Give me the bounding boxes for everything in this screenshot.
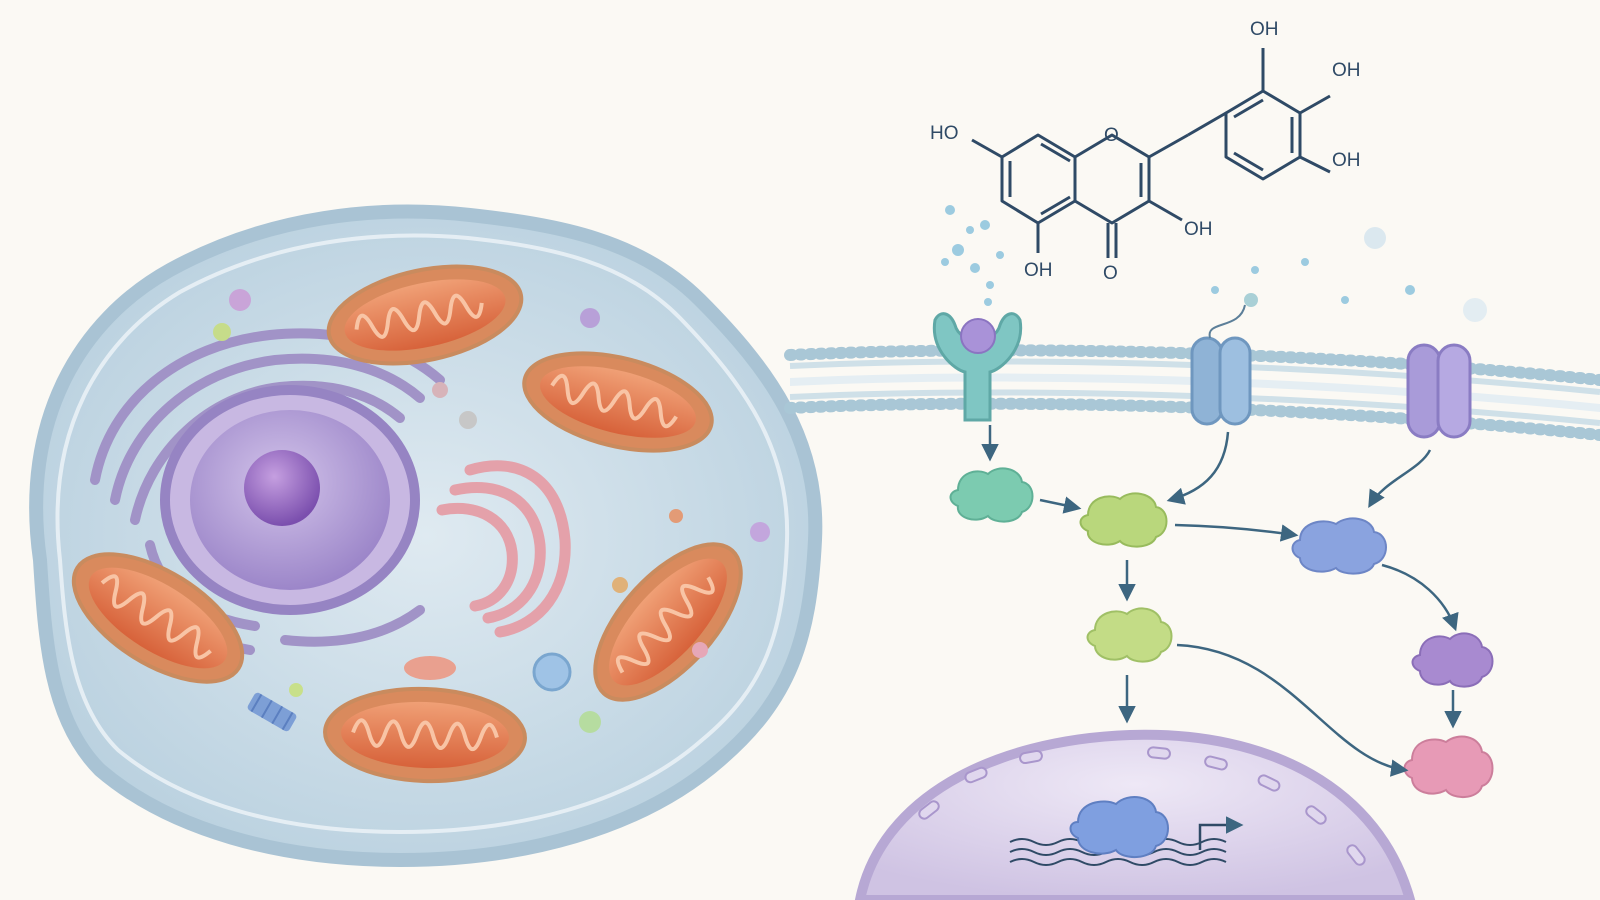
centrioles <box>247 692 297 732</box>
mitochondrion-1 <box>326 264 524 366</box>
pathway-arrows <box>981 425 1462 799</box>
label-oh-a-bottom: OH <box>1024 260 1053 281</box>
ring-b <box>1224 89 1302 181</box>
transcription-factor <box>1069 796 1169 858</box>
label-oh-b-right-bottom: OH <box>1332 150 1361 171</box>
transcription-start-arrow <box>1198 816 1244 850</box>
protein-lime-1 <box>1079 492 1168 548</box>
arrow-lime-to-blue <box>1174 523 1299 542</box>
cell-membrane-inner-edge <box>55 233 790 835</box>
label-oh-c3: OH <box>1184 219 1213 240</box>
target-nucleus <box>854 729 1416 900</box>
protein-lime-2 <box>1086 607 1173 663</box>
eukaryotic-cell <box>29 204 823 868</box>
nucleus <box>160 385 420 615</box>
mitochondrion-4 <box>593 542 743 702</box>
nucleolus <box>244 450 320 526</box>
ring-a <box>1000 133 1077 225</box>
flavonoid-structure <box>971 48 1331 258</box>
arrow-blue-to-purple <box>1381 563 1459 632</box>
protein-purple <box>1411 632 1494 688</box>
arrow-blue-channel-to-lime <box>1166 431 1230 505</box>
channel-protein-blue <box>1190 293 1258 426</box>
label-ho-a: HO <box>930 123 959 144</box>
mitochondrion-2 <box>522 351 714 453</box>
protein-blue-1 <box>1291 517 1387 575</box>
arrow-teal-to-lime <box>1039 496 1082 514</box>
channel-protein-purple <box>1406 343 1472 439</box>
molecule-labels: HO OH O O OH OH OH OH <box>930 19 1361 284</box>
receptor-y-shaped <box>932 312 1023 422</box>
protein-teal <box>949 467 1034 523</box>
arrow-purple-channel-to-blue <box>1368 449 1432 508</box>
ring-c <box>1073 133 1151 225</box>
arrow-lime-to-pink <box>1176 643 1409 777</box>
signaling-proteins <box>949 467 1494 798</box>
golgi-apparatus <box>436 460 571 638</box>
ligand-particles <box>941 205 1487 322</box>
bound-ligand <box>960 318 996 354</box>
label-oh-b-top: OH <box>1250 19 1279 40</box>
vesicles <box>213 289 770 733</box>
mitochondrion-3 <box>71 552 245 684</box>
mitochondrion-5 <box>323 686 527 784</box>
label-oh-b-right-top: OH <box>1332 60 1361 81</box>
label-ring-oxygen: O <box>1104 125 1119 146</box>
label-carbonyl-oxygen: O <box>1103 263 1118 284</box>
protein-pink <box>1403 735 1494 798</box>
